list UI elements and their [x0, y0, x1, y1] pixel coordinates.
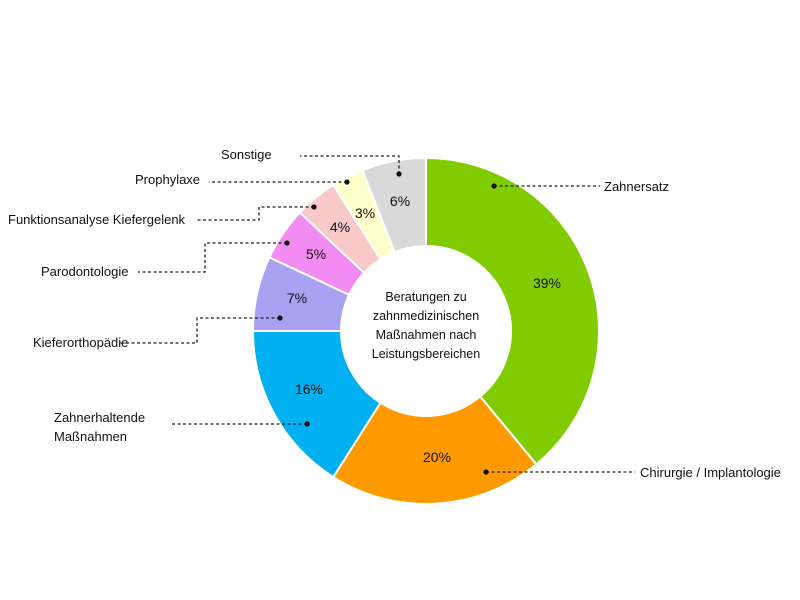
percent-label-prophylaxe: 3% — [355, 205, 375, 221]
slice-chirurgie-implantologie — [331, 395, 538, 505]
category-label-funktionsanalyse-kiefergelenk: Funktionsanalyse Kiefergelenk — [8, 212, 186, 227]
percent-label-kieferorthopaedie: 7% — [287, 290, 307, 306]
leader-line-sonstige — [300, 155, 400, 174]
leader-dot-funktionsanalyse-kiefergelenk — [311, 204, 317, 210]
leader-line-kieferorthopaedie — [120, 317, 280, 344]
category-label-prophylaxe: Prophylaxe — [135, 172, 200, 187]
leader-dot-prophylaxe — [344, 179, 350, 185]
percent-label-funktionsanalyse-kiefergelenk: 4% — [330, 219, 350, 235]
category-label-zahnersatz: Zahnersatz — [604, 179, 669, 194]
slices-layer — [251, 156, 600, 505]
leader-dot-parodontologie — [284, 240, 290, 246]
percent-label-chirurgie-implantologie: 20% — [423, 449, 451, 465]
percent-label-zahnersatz: 39% — [533, 275, 561, 291]
leader-dot-sonstige — [396, 171, 402, 177]
category-label-chirurgie-implantologie: Chirurgie / Implantologie — [640, 465, 781, 480]
percent-label-zahnerhaltende-massnahmen: 16% — [295, 381, 323, 397]
leader-lines — [120, 155, 635, 475]
leader-dot-chirurgie-implantologie — [483, 469, 489, 475]
category-label-parodontologie: Parodontologie — [41, 264, 128, 279]
slice-zahnersatz — [425, 156, 600, 466]
leader-line-parodontologie — [138, 242, 287, 273]
category-label-sonstige: Sonstige — [221, 147, 272, 162]
leader-dot-kieferorthopaedie — [277, 315, 283, 321]
percent-label-sonstige: 6% — [390, 193, 410, 209]
category-label-kieferorthopaedie: Kieferorthopädie — [33, 335, 128, 350]
percent-label-parodontologie: 5% — [306, 246, 326, 262]
leader-dot-zahnerhaltende-massnahmen — [304, 421, 310, 427]
leader-line-funktionsanalyse-kiefergelenk — [196, 206, 314, 221]
leader-dot-zahnersatz — [491, 183, 497, 189]
slice-sonstige — [361, 156, 427, 254]
percent-labels: 39% 20% 16% 7% 5%4% 3% 6% — [287, 193, 561, 465]
